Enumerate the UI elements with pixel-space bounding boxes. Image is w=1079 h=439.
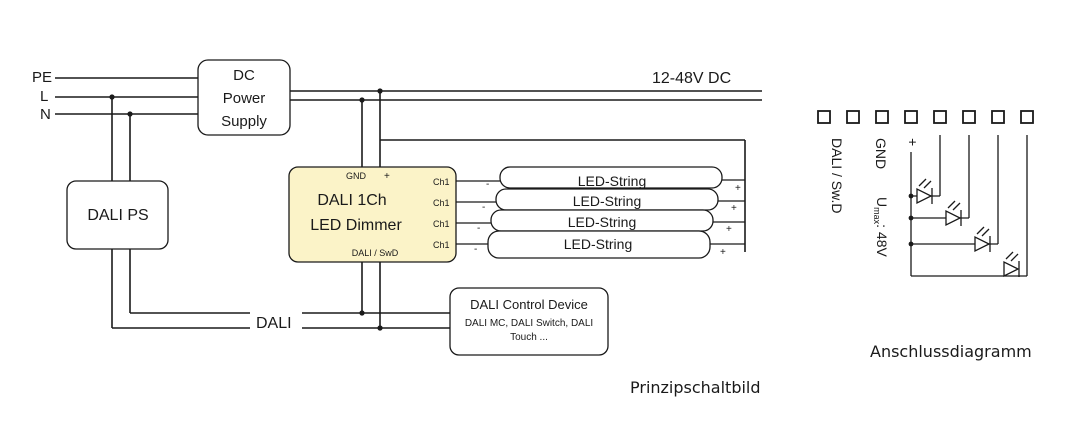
led-2-ray-a [947,200,956,209]
terminal-7 [991,110,1005,124]
dimmer-title-2: LED Dimmer [310,217,402,234]
led-symbol-1 [916,178,933,205]
led-3-ray-a [976,226,985,235]
power-supply-box [197,59,291,136]
dimmer-title-1: DALI 1Ch [317,192,386,209]
led-symbol-4 [1003,251,1020,278]
dimmer-gnd-label: GND [346,171,367,181]
led-string-3-minus: - [477,223,480,234]
dali-dimmer: GND + DALI 1Ch LED Dimmer DALI / SwD Ch1… [288,166,457,263]
dc-bus: 12-48V DC [290,70,762,252]
connection-caption: Anschlussdiagramm [870,342,1032,361]
junction-led-2 [908,215,914,221]
connection-diagram: DALI / Sw.D GND Umax: 48V + [817,110,1034,361]
led-string-1-minus: - [486,179,489,190]
mains-input: PE L N [32,69,200,182]
led-string-4-label: LED-String [564,236,632,252]
junction-led-3 [908,241,914,247]
dali-bus-label: DALI [256,315,292,332]
terminal-6 [962,110,976,124]
led-1-triangle [916,187,933,205]
terminal-label-gnd: GND [873,138,889,169]
terminal-8 [1020,110,1034,124]
led-string-2-minus: - [482,202,485,213]
mains-label-l: L [40,88,48,105]
dimmer-box [288,166,457,263]
led-1-ray-a [918,178,927,187]
dc-power-supply: DC Power Supply [197,59,291,136]
dali-control-device: DALI Control Device DALI MC, DALI Switch… [449,287,609,356]
dali-bus: DALI [112,262,452,332]
led-string-3-label: LED-String [568,214,636,230]
led-string-2-plus: + [731,203,737,214]
terminal-2 [846,110,860,124]
led-4-triangle [1003,260,1020,278]
control-device-box [449,287,609,356]
control-device-line-3: Touch ... [510,332,548,343]
control-device-line-2: DALI MC, DALI Switch, DALI [465,318,593,329]
led-2-ray-b [952,202,961,211]
terminal-1 [817,110,831,124]
dc-bus-label: 12-48V DC [652,70,731,87]
led-3-ray-b [981,228,990,237]
dimmer-ch4-label: Ch1 [433,240,450,250]
led-string-1-label: LED-String [578,173,646,189]
dimmer-plus-label: + [384,171,390,182]
led-symbol-2 [945,200,962,227]
terminal-5 [933,110,947,124]
dimmer-ch1-label: Ch1 [433,177,450,187]
dali-ps-box [66,180,169,250]
schematic-caption: Prinzipschaltbild [630,378,761,397]
terminal-4 [904,110,918,124]
dimmer-ch2-label: Ch1 [433,198,450,208]
umax-subscript: max [872,207,882,225]
led-strings: LED-String - + LED-String - + LED-String… [456,166,745,259]
power-supply-line-2: Power [223,90,266,107]
led-string-1-plus: + [735,183,741,194]
dali-ps: DALI PS [66,180,169,328]
control-device-title: DALI Control Device [470,297,588,312]
terminal-label-plus: + [905,138,921,146]
terminal-label-dali: DALI / Sw.D [829,138,845,213]
led-string-2-label: LED-String [573,193,641,209]
terminal-block [817,110,1034,124]
led-2-triangle [945,209,962,227]
led-string-3-plus: + [726,224,732,235]
dimmer-ch3-label: Ch1 [433,219,450,229]
led-string-4-plus: + [720,247,726,258]
led-4-ray-a [1005,251,1014,260]
led-4-ray-b [1010,253,1019,262]
power-supply-line-3: Supply [221,113,267,130]
umax-value: : 48V [874,224,890,257]
led-string-1-box [499,166,723,189]
terminal-3 [875,110,889,124]
power-supply-line-1: DC [233,67,255,84]
mains-label-n: N [40,106,51,123]
terminal-label-umax: Umax: 48V [872,197,890,257]
umax-symbol: U [874,197,890,207]
led-string-4-minus: - [474,244,477,255]
led-symbol-3 [974,226,991,253]
led-3-triangle [974,235,991,253]
dali-ps-label: DALI PS [87,207,148,224]
dimmer-bus-label: DALI / SwD [352,248,399,258]
junction-led-1 [908,193,914,199]
led-1-ray-b [923,180,932,189]
mains-label-pe: PE [32,69,52,86]
